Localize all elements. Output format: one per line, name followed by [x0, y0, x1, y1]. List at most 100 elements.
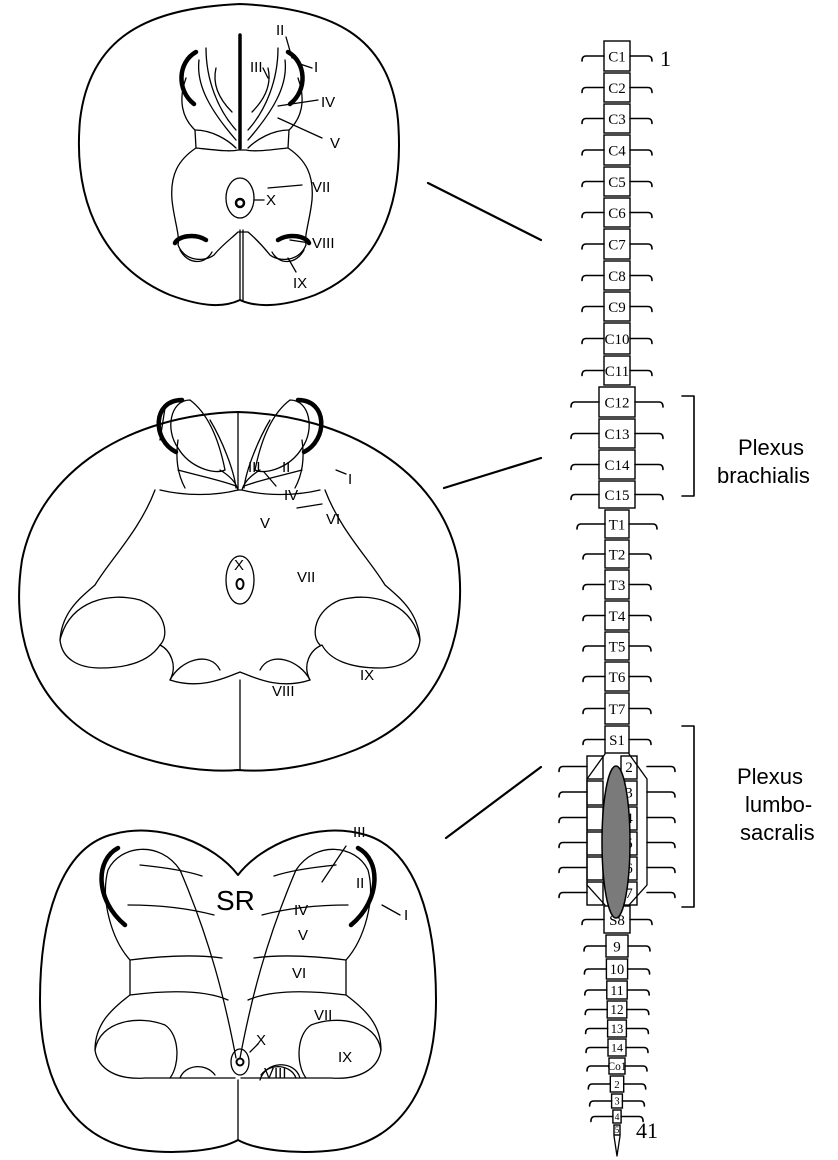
- segment-label: 11: [610, 983, 623, 998]
- nerve-root-right: [630, 920, 652, 925]
- middle-lamina-label: VIII: [272, 683, 295, 700]
- nerve-root-right: [629, 740, 651, 745]
- spinal-segment: C12: [571, 387, 663, 417]
- nerve-root-left: [588, 1084, 610, 1089]
- middle-lamina-label: II: [282, 459, 290, 476]
- spinal-segment: T6: [583, 662, 651, 691]
- segment-label: C10: [604, 332, 629, 348]
- spinal-segment: C10: [582, 323, 652, 354]
- spinal-segment: C4: [582, 135, 652, 165]
- nerve-root-right: [630, 213, 652, 218]
- top-lamina-label: III: [250, 59, 263, 76]
- nerve-root-right: [627, 1010, 649, 1015]
- segment-label: 2: [625, 760, 633, 776]
- segment-label: 3: [614, 1097, 619, 1108]
- spinal-segment: T5: [583, 632, 651, 660]
- spinal-segment: T2: [583, 540, 651, 568]
- top-lamina-label: IV: [321, 94, 335, 111]
- segment-label: C3: [608, 112, 626, 128]
- spinal-segment: C6: [582, 198, 652, 227]
- middle-lamina-label: X: [234, 557, 244, 574]
- spinal-segment: 13: [586, 1020, 649, 1037]
- nerve-root-left: [582, 371, 604, 376]
- spinal-segment: 3: [590, 1094, 645, 1108]
- nerve-root-right: [647, 868, 675, 873]
- nerve-root-left: [583, 616, 605, 621]
- nerve-root-left: [586, 1029, 608, 1034]
- nerve-root-left: [577, 524, 605, 529]
- nerve-root-left: [584, 969, 606, 974]
- nerve-root-left: [571, 495, 599, 500]
- nerve-root-left: [582, 88, 604, 93]
- segment-box-left: [587, 832, 603, 855]
- nerve-root-right: [629, 585, 651, 590]
- segment-label: C2: [608, 81, 626, 97]
- nerve-root-right: [622, 1101, 644, 1106]
- segment-label: C1: [608, 49, 626, 65]
- segment-label: T5: [609, 639, 626, 655]
- nerve-root-right: [628, 969, 650, 974]
- middle-lamina-label: IX: [360, 667, 374, 684]
- top-lamina-label: VIII: [312, 235, 335, 252]
- spinal-segment: 2: [588, 1076, 645, 1092]
- spinal-segment: C9: [582, 292, 652, 321]
- segment-label: C8: [608, 269, 626, 285]
- bottom-lamina-label: X: [256, 1032, 266, 1049]
- bottom-lamina-label: II: [356, 875, 364, 892]
- nerve-root-right: [629, 677, 651, 682]
- nerve-root-left: [591, 1117, 613, 1122]
- spinal-segment: 9: [584, 935, 650, 957]
- top-lamina-label: II: [276, 22, 284, 39]
- segment-label: C15: [604, 488, 629, 504]
- nerve-root-right: [625, 1066, 647, 1071]
- top-lamina-label: IX: [293, 275, 307, 292]
- nerve-root-left: [559, 843, 587, 848]
- plexus-lumbosacralis-line1: Plexus: [737, 764, 803, 789]
- nerve-root-left: [585, 1010, 607, 1015]
- spinal-segment: T4: [583, 601, 651, 630]
- segment-label: S1: [609, 733, 625, 749]
- plexus-brachialis-line1: Plexus: [738, 435, 804, 460]
- nerve-root-right: [635, 495, 663, 500]
- nerve-root-right: [630, 182, 652, 187]
- nerve-root-left: [582, 276, 604, 281]
- segment-label: T1: [609, 517, 626, 533]
- nerve-root-right: [630, 88, 652, 93]
- nerve-root-left: [583, 677, 605, 682]
- middle-section-connector: [444, 458, 541, 488]
- nerve-root-left: [583, 740, 605, 745]
- spinal-cord-column: C1C2C3C4C5C6C7C8C9C10C11C12C13C14C15T1T2…: [559, 41, 675, 1156]
- bottom-lamina-label: III: [353, 824, 366, 841]
- rhomboid-sinus: [602, 766, 630, 918]
- top-lamina-label: X: [266, 192, 276, 209]
- nerve-root-right: [629, 616, 651, 621]
- spinal-segment: C13: [571, 419, 663, 448]
- spinal-segment: 5: [614, 1125, 620, 1135]
- middle-lamina-label: IV: [284, 487, 298, 504]
- segment-box-left: [587, 857, 603, 880]
- region-label: SR: [216, 885, 255, 916]
- nerve-root-right: [629, 524, 657, 529]
- spinal-segment: C3: [582, 104, 652, 133]
- bottom-lamina-label: VI: [292, 965, 306, 982]
- middle-lamina-label: V: [260, 515, 270, 532]
- spinal-segment: C7: [582, 229, 652, 259]
- nerve-root-right: [629, 554, 651, 559]
- nerve-root-right: [647, 893, 675, 898]
- top-lamina-label: VII: [312, 179, 330, 196]
- segment-label: Co1: [608, 1061, 627, 1073]
- top-lamina-label: I: [314, 59, 318, 76]
- segment-label: 4: [615, 1112, 620, 1123]
- spinal-segment: C1: [582, 41, 652, 71]
- nerve-root-left: [559, 792, 587, 797]
- nerve-root-left: [582, 150, 604, 155]
- nerve-root-right: [630, 339, 652, 344]
- nerve-root-left: [583, 646, 605, 651]
- middle-cross-section: III II I IV V VI X VII VIII IX: [19, 400, 460, 771]
- nerve-root-right: [630, 56, 652, 61]
- nerve-root-left: [585, 990, 607, 995]
- nerve-root-left: [571, 465, 599, 470]
- segment-box-left: [587, 781, 603, 805]
- nerve-root-right: [647, 767, 675, 772]
